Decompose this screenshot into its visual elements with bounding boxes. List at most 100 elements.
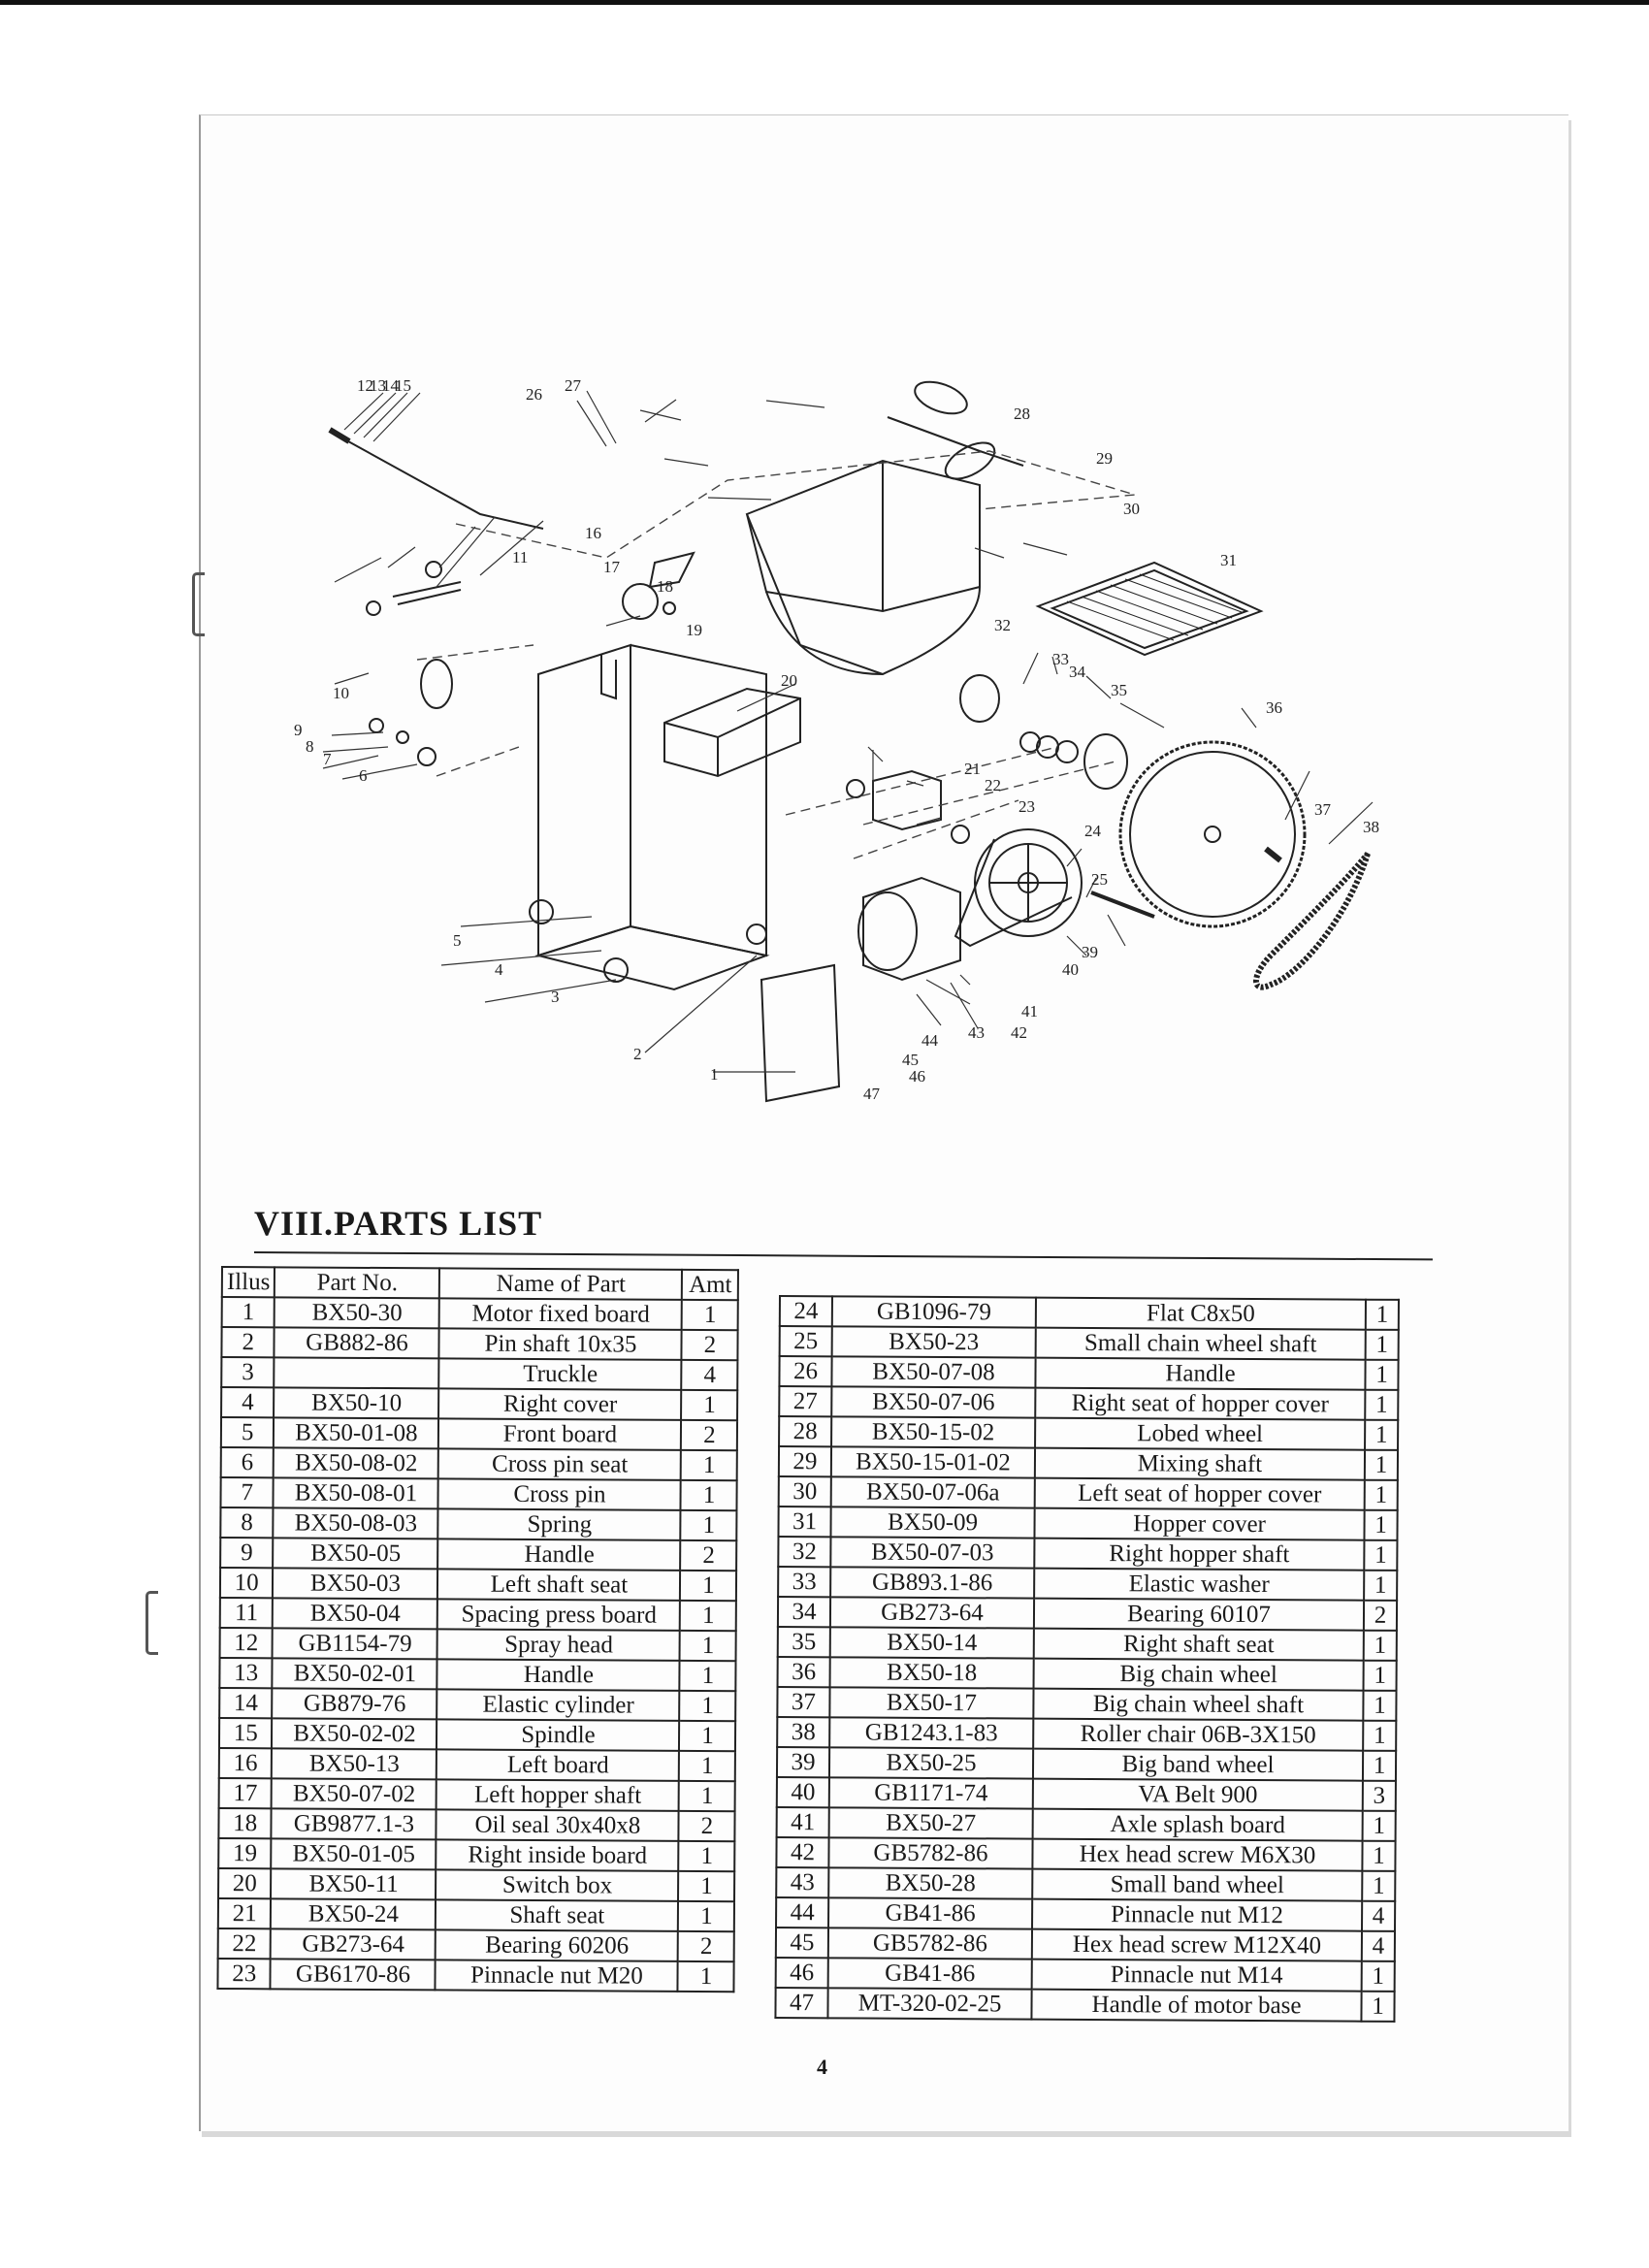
illus-cell: 26 xyxy=(779,1356,832,1387)
part-no-cell: BX50-05 xyxy=(273,1538,438,1570)
illus-cell: 34 xyxy=(777,1597,831,1628)
part-name-cell: Mixing shaft xyxy=(1034,1447,1366,1480)
part-no-cell: GB273-64 xyxy=(829,1597,1035,1629)
spindle-rod xyxy=(339,436,544,530)
callout-label: 35 xyxy=(1111,681,1127,699)
shaft-seat xyxy=(872,769,942,831)
illus-cell: 43 xyxy=(776,1866,829,1898)
callout-label: 31 xyxy=(1220,551,1237,569)
part-no-cell: BX50-14 xyxy=(829,1627,1034,1659)
diagram-callouts: 12 13 14 15 26 27 28 29 30 31 11 16 17 1… xyxy=(294,376,1379,1103)
part-no-cell: MT-320-02-25 xyxy=(827,1988,1032,2020)
illus-cell: 27 xyxy=(779,1386,832,1417)
spacing-press-board xyxy=(392,581,462,605)
part-name-cell: Handle xyxy=(437,1539,681,1571)
part-no-cell: BX50-08-02 xyxy=(274,1447,439,1479)
part-no-cell: BX50-07-06a xyxy=(830,1476,1035,1508)
callout-label: 46 xyxy=(909,1067,925,1085)
part-no-cell: GB1171-74 xyxy=(828,1777,1033,1809)
part-name-cell: Right inside board xyxy=(436,1839,679,1871)
part-name-cell: Left board xyxy=(436,1749,680,1781)
amt-cell: 1 xyxy=(1363,1630,1397,1661)
callout-label: 7 xyxy=(323,750,332,768)
manual-page xyxy=(199,114,1568,2131)
amt-cell: 2 xyxy=(681,1329,739,1361)
illus-cell: 12 xyxy=(219,1627,274,1659)
callout-label: 30 xyxy=(1123,500,1140,518)
part-no-cell: GB9877.1-3 xyxy=(271,1808,437,1840)
amt-cell: 2 xyxy=(681,1419,738,1451)
part-no-cell: GB41-86 xyxy=(828,1897,1033,1929)
callout-label: 22 xyxy=(985,776,1001,794)
part-no-cell: GB1154-79 xyxy=(272,1628,438,1660)
part-name-cell: Small band wheel xyxy=(1032,1868,1363,1901)
amt-cell: 1 xyxy=(1362,1870,1396,1901)
callout-label: 41 xyxy=(1021,1002,1038,1021)
amt-cell: 1 xyxy=(678,1840,735,1872)
part-no-cell: GB893.1-86 xyxy=(830,1567,1035,1599)
illus-cell: 9 xyxy=(220,1538,274,1569)
illus-cell: 24 xyxy=(779,1296,832,1327)
part-name-cell: Switch box xyxy=(436,1869,679,1901)
part-no-cell: GB273-64 xyxy=(271,1928,436,1960)
va-belt xyxy=(954,838,1073,948)
callout-label: 39 xyxy=(1082,943,1098,961)
amt-cell: 4 xyxy=(681,1359,738,1391)
part-no-cell: GB41-86 xyxy=(827,1958,1032,1990)
amt-cell: 1 xyxy=(1364,1479,1398,1510)
part-name-cell: Spindle xyxy=(436,1719,680,1751)
part-name-cell: Pin shaft 10x35 xyxy=(438,1328,683,1360)
part-no-cell: BX50-13 xyxy=(272,1748,437,1780)
illus-cell: 21 xyxy=(217,1897,272,1929)
part-no-cell: GB1096-79 xyxy=(831,1296,1036,1328)
amt-cell: 1 xyxy=(679,1780,736,1812)
part-name-cell: Spray head xyxy=(436,1629,681,1661)
part-name-cell: Left hopper shaft xyxy=(436,1779,680,1811)
amt-cell: 1 xyxy=(1362,1810,1396,1841)
part-no-cell: BX50-07-02 xyxy=(272,1778,437,1810)
part-no-cell: BX50-08-03 xyxy=(273,1507,438,1539)
part-no-cell: BX50-27 xyxy=(828,1807,1033,1839)
part-no-cell: BX50-18 xyxy=(829,1657,1034,1689)
part-name-cell: Hex head screw M6X30 xyxy=(1032,1838,1363,1871)
part-no-cell: BX50-08-01 xyxy=(273,1477,439,1509)
motor-fixed-board xyxy=(760,963,841,1103)
illus-cell: 37 xyxy=(777,1686,830,1718)
part-no-cell: GB5782-86 xyxy=(827,1928,1033,1960)
truckle-wheel xyxy=(603,957,629,983)
illus-cell: 11 xyxy=(219,1597,274,1629)
left-board xyxy=(648,551,695,589)
part-name-cell: Bearing 60206 xyxy=(436,1929,679,1961)
part-no-cell: BX50-15-02 xyxy=(831,1416,1036,1448)
callout-label: 43 xyxy=(968,1023,985,1042)
callout-label: 10 xyxy=(333,684,349,702)
amt-cell: 1 xyxy=(679,1630,737,1662)
illus-cell: 44 xyxy=(776,1896,829,1928)
section-title: VIII.PARTS LIST xyxy=(254,1204,543,1243)
amt-cell: 1 xyxy=(1364,1570,1398,1601)
callout-label: 38 xyxy=(1363,818,1379,836)
callout-label: 44 xyxy=(922,1031,939,1050)
amt-cell: 1 xyxy=(1363,1660,1397,1691)
amt-cell: 1 xyxy=(678,1870,735,1902)
amt-cell: 1 xyxy=(681,1389,738,1421)
part-name-cell: Truckle xyxy=(438,1358,682,1390)
amt-cell: 1 xyxy=(1362,1840,1396,1871)
hopper-bottom xyxy=(765,591,884,675)
cart-base xyxy=(534,924,770,991)
amt-cell: 2 xyxy=(678,1810,736,1842)
part-name-cell: Bearing 60107 xyxy=(1033,1598,1365,1631)
